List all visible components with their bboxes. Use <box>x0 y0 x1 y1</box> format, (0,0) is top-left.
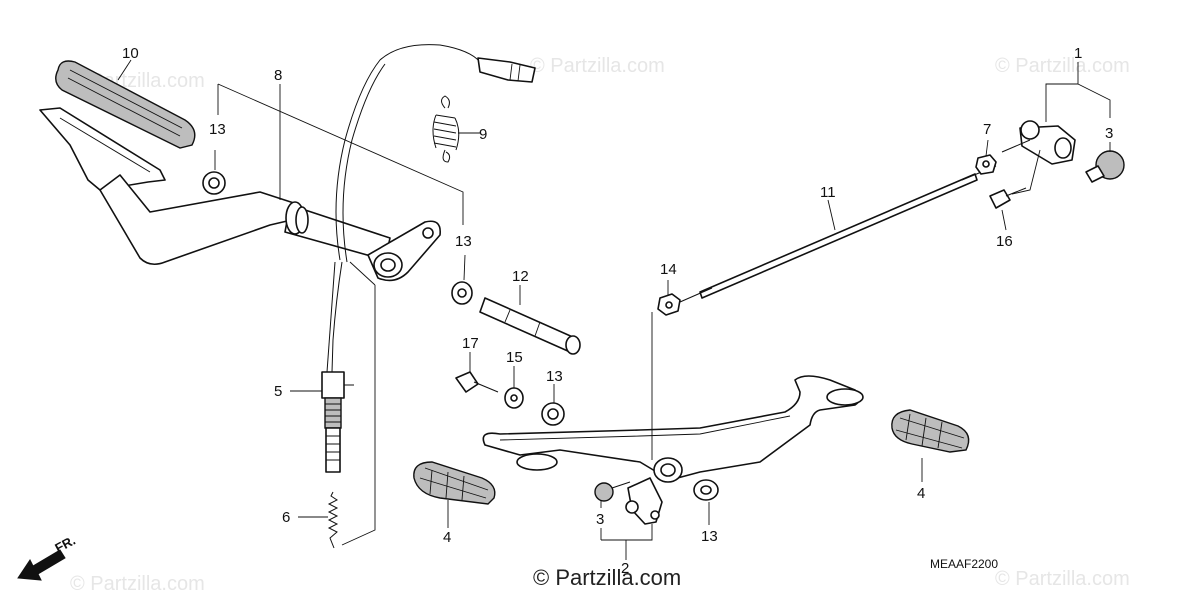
callout-4-b: 4 <box>917 485 925 502</box>
part-7-nut <box>975 154 997 175</box>
watermark-bottom-right: © Partzilla.com <box>995 568 1130 590</box>
callout-3-a: 3 <box>596 511 604 528</box>
part-3-cap-right <box>1085 150 1125 183</box>
part-13-washer-a <box>202 171 226 195</box>
callout-17: 17 <box>462 335 479 352</box>
part-8-brake-pedal-arm <box>99 174 391 266</box>
callout-13-a: 13 <box>209 121 226 138</box>
part-6-spring <box>327 491 339 549</box>
callout-5: 5 <box>274 383 282 400</box>
part-13-washer-b <box>451 281 473 305</box>
part-10-pedal-rubber <box>55 60 196 149</box>
part-13-washer-d <box>693 479 719 501</box>
callouts: 10 8 13 9 13 12 5 6 17 15 13 4 3 2 13 14… <box>122 45 1113 577</box>
part-11-brake-rod <box>679 165 997 303</box>
arrow-down-left-icon <box>17 549 66 581</box>
leader-lines <box>117 59 1111 560</box>
watermark-bottom-left: © Partzilla.com <box>70 573 205 595</box>
callout-13-c: 13 <box>546 368 563 385</box>
callout-8: 8 <box>274 67 282 84</box>
part-5-brake-switch <box>321 371 354 473</box>
part-16-bolt <box>989 187 1027 209</box>
part-4-rubber-right <box>891 409 970 453</box>
footer-watermark: © Partzilla.com <box>533 565 681 590</box>
callout-10: 10 <box>122 45 139 62</box>
callout-12: 12 <box>512 268 529 285</box>
callout-2: 2 <box>621 560 629 577</box>
part-17-bolt <box>455 371 499 393</box>
part-14-nut <box>657 293 681 316</box>
part-1-rod-joint <box>1001 120 1076 165</box>
guide-lines-switch <box>341 261 376 546</box>
callout-16: 16 <box>996 233 1013 250</box>
front-direction-indicator: FR. <box>17 533 78 581</box>
part-9-return-spring <box>432 95 460 163</box>
part-12-collar <box>479 297 581 355</box>
brake-switch-wire <box>326 44 536 373</box>
callout-13-b: 13 <box>455 233 472 250</box>
diagram-code: MEAAF2200 <box>930 557 998 571</box>
callout-11: 11 <box>820 184 836 201</box>
callout-7: 7 <box>983 121 991 138</box>
callout-6: 6 <box>282 509 290 526</box>
watermark-top-right: © Partzilla.com <box>995 55 1130 77</box>
callout-4-a: 4 <box>443 529 451 546</box>
pedal-plate <box>39 107 166 191</box>
callout-13-d: 13 <box>701 528 718 545</box>
part-13-washer-c <box>541 402 565 426</box>
watermark-top-center: © Partzilla.com <box>530 55 665 77</box>
lower-lever-bracket <box>594 477 663 525</box>
callout-1: 1 <box>1074 45 1082 62</box>
lower-step-pedal <box>482 375 864 483</box>
callout-14: 14 <box>660 261 677 278</box>
part-4-rubber-left <box>413 461 496 505</box>
callout-15: 15 <box>506 349 523 366</box>
part-15-washer <box>504 387 524 409</box>
pedal-bracket <box>367 220 442 282</box>
callout-9: 9 <box>479 126 487 143</box>
callout-3-b: 3 <box>1105 125 1113 142</box>
